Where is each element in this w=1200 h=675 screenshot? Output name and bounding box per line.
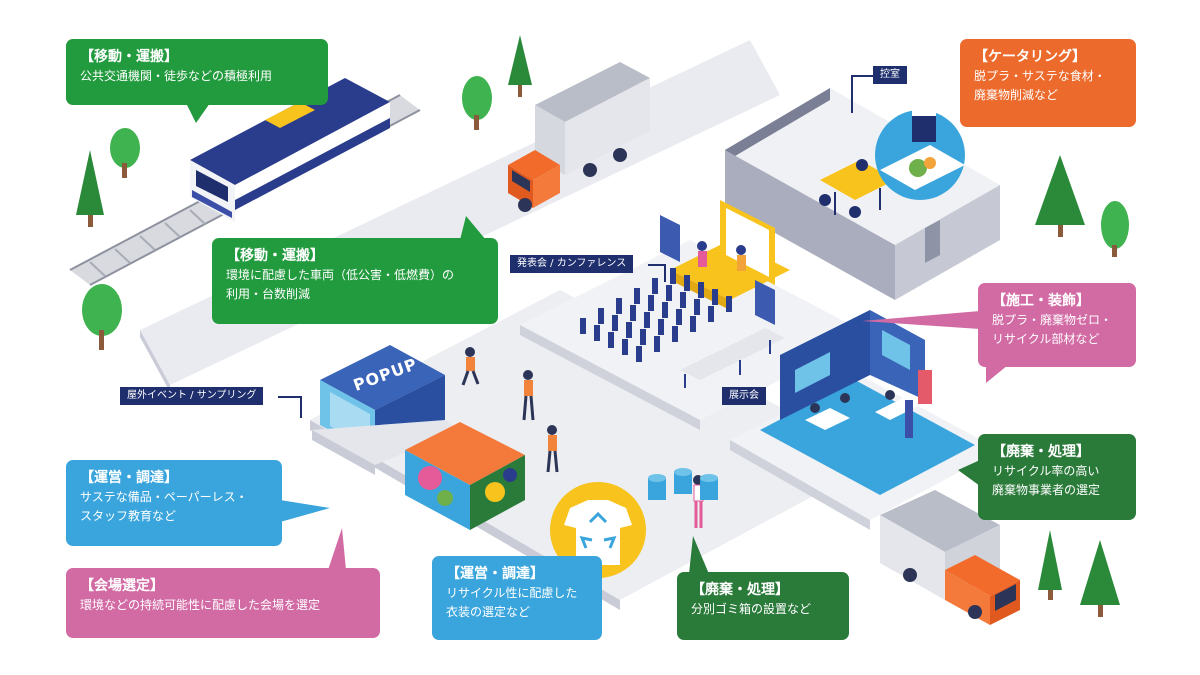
callout-operation-supplies: 【運営・調達】 サステな備品・ペーパーレス・ スタッフ教育など bbox=[66, 460, 330, 546]
callout-title: 【移動・運搬】 bbox=[226, 248, 324, 264]
train bbox=[190, 57, 390, 222]
tag-conference: 発表会 / カンファレンス bbox=[510, 255, 634, 273]
tag-exhibition-label: 展示会 bbox=[729, 390, 759, 401]
tag-exhibition: 展示会 bbox=[722, 387, 766, 405]
leader-waiting-room-v bbox=[851, 75, 853, 113]
callout-title: 【運営・調達】 bbox=[80, 470, 178, 486]
leader-conference bbox=[648, 264, 666, 266]
leader-waiting-room bbox=[851, 75, 873, 77]
callout-tail bbox=[460, 216, 486, 240]
callout-body-line: リサイクル性に配慮した bbox=[446, 586, 578, 600]
callout-title: 【ケータリング】 bbox=[974, 49, 1086, 65]
tag-waiting-room: 控室 bbox=[873, 66, 907, 84]
callout-body-line: スタッフ教育など bbox=[80, 509, 177, 523]
leader-conference-v bbox=[664, 264, 666, 282]
callout-body-line: 分別ゴミ箱の設置など bbox=[691, 602, 812, 616]
callout-catering: 【ケータリング】 脱プラ・サステな食材・ 廃棄物削減など bbox=[960, 39, 1136, 127]
waiting-room-building bbox=[725, 88, 1000, 300]
graffiti-kiosk bbox=[405, 422, 525, 530]
tag-conference-label: 発表会 / カンファレンス bbox=[517, 258, 627, 269]
callout-body-line: 公共交通機関・徒歩などの積極利用 bbox=[80, 69, 273, 83]
callout-body-line: 脱プラ・廃棄物ゼロ・ bbox=[992, 313, 1113, 327]
truck-bottom bbox=[880, 490, 1020, 625]
recycle-tshirt-icon bbox=[550, 482, 646, 578]
callout-title: 【廃棄・処理】 bbox=[691, 582, 789, 598]
callout-title: 【廃棄・処理】 bbox=[992, 444, 1090, 460]
callout-body-line: 廃棄物事業者の選定 bbox=[992, 483, 1101, 497]
callout-tail-bottom bbox=[986, 365, 1008, 383]
callout-body-line: 環境に配慮した車両（低公害・低燃費）の bbox=[226, 268, 455, 282]
tag-waiting-room-label: 控室 bbox=[880, 69, 900, 80]
callout-title: 【移動・運搬】 bbox=[80, 49, 178, 65]
leader-outdoor-v bbox=[300, 396, 302, 418]
callout-tail bbox=[328, 528, 346, 570]
callout-title: 【会場選定】 bbox=[80, 578, 164, 594]
conference-chairs bbox=[580, 268, 732, 362]
popup-booth bbox=[312, 345, 460, 475]
callout-body-line: 利用・台数削減 bbox=[226, 287, 311, 301]
truck-top bbox=[508, 62, 650, 212]
trash-bins bbox=[648, 468, 718, 500]
callout-venue: 【会場選定】 環境などの持続可能性に配慮した会場を選定 bbox=[66, 528, 380, 638]
callout-transport-vehicle: 【移動・運搬】 環境に配慮した車両（低公害・低燃費）の 利用・台数削減 bbox=[212, 216, 498, 324]
callout-waste-vendor: 【廃棄・処理】 リサイクル率の高い 廃棄物事業者の選定 bbox=[958, 434, 1136, 520]
callout-tail bbox=[862, 311, 980, 329]
callout-title: 【運営・調達】 bbox=[446, 566, 544, 582]
callout-tail bbox=[280, 500, 330, 522]
conference-tables bbox=[680, 328, 785, 388]
callout-tail bbox=[689, 536, 709, 574]
exhibition-booth bbox=[760, 310, 975, 495]
tag-outdoor: 屋外イベント / サンプリング bbox=[120, 387, 264, 405]
callout-transport-rail: 【移動・運搬】 公共交通機関・徒歩などの積極利用 bbox=[66, 39, 328, 123]
callout-tail bbox=[186, 103, 210, 123]
callout-tail bbox=[958, 460, 980, 486]
callout-body-line: 脱プラ・サステな食材・ bbox=[974, 69, 1106, 83]
tag-outdoor-label: 屋外イベント / サンプリング bbox=[127, 390, 257, 401]
callout-construction: 【施工・装飾】 脱プラ・廃棄物ゼロ・ リサイクル部材など bbox=[862, 283, 1136, 383]
callout-operation-costume: 【運営・調達】 リサイクル性に配慮した 衣装の選定など bbox=[432, 556, 602, 640]
leader-outdoor bbox=[278, 396, 302, 398]
callout-body-line: リサイクル部材など bbox=[992, 332, 1100, 346]
callout-body-line: 環境などの持続可能性に配慮した会場を選定 bbox=[80, 598, 321, 612]
callout-waste-bins: 【廃棄・処理】 分別ゴミ箱の設置など bbox=[677, 536, 849, 640]
callout-body-line: サステな備品・ペーパーレス・ bbox=[80, 490, 248, 504]
callout-title: 【施工・装飾】 bbox=[992, 293, 1090, 309]
callout-body-line: 衣装の選定など bbox=[446, 605, 531, 619]
trees bbox=[76, 35, 1129, 617]
callout-body-line: 廃棄物削減など bbox=[974, 88, 1059, 102]
callout-body-line: リサイクル率の高い bbox=[992, 464, 1100, 478]
